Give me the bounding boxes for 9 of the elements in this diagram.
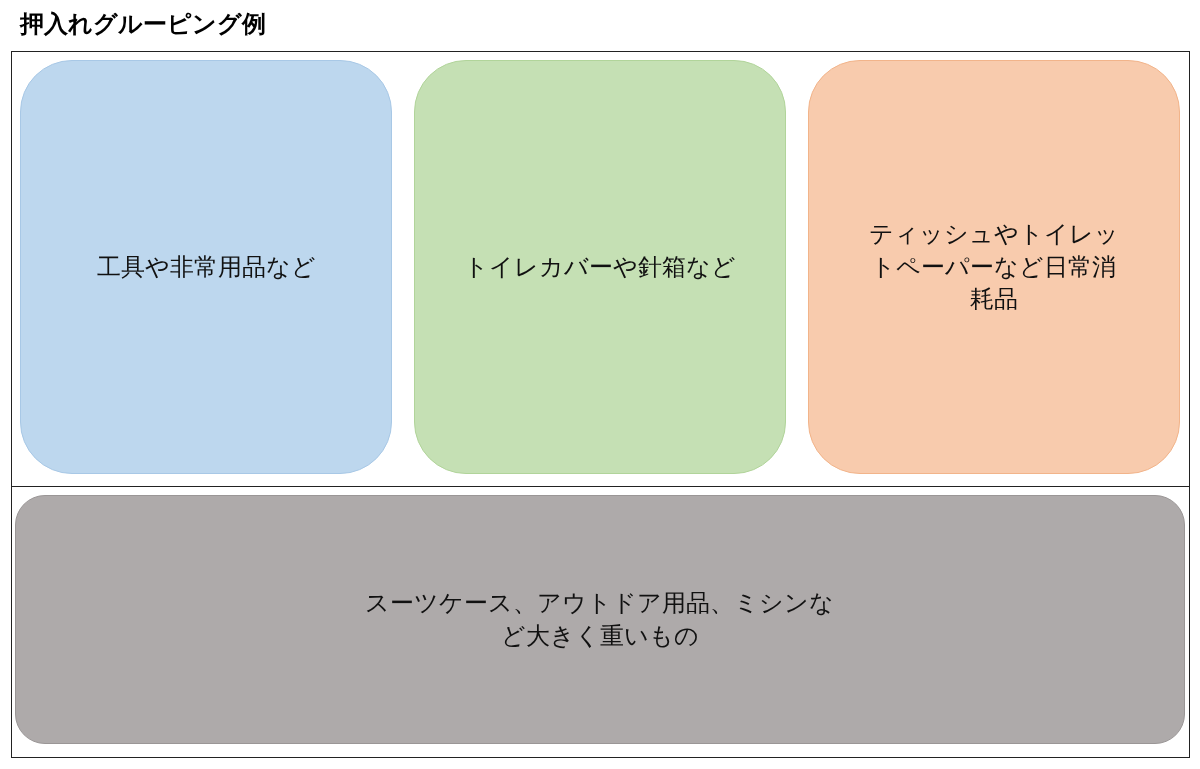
category-card — [808, 60, 1180, 474]
node-label: ティッシュやトイレットペーパーなど日常消耗品 — [868, 219, 1120, 316]
category-card — [20, 60, 392, 474]
node-label: スーツケース、アウトドア用品、ミシンなど大きく重いもの — [364, 588, 836, 652]
diagram-title: 押入れグルーピング例 — [20, 9, 266, 40]
node-label: トイレカバーや針箱など — [464, 251, 736, 283]
group-frame — [11, 51, 1190, 488]
node-label: 工具や非常用品など — [96, 251, 316, 283]
category-card — [414, 60, 786, 474]
